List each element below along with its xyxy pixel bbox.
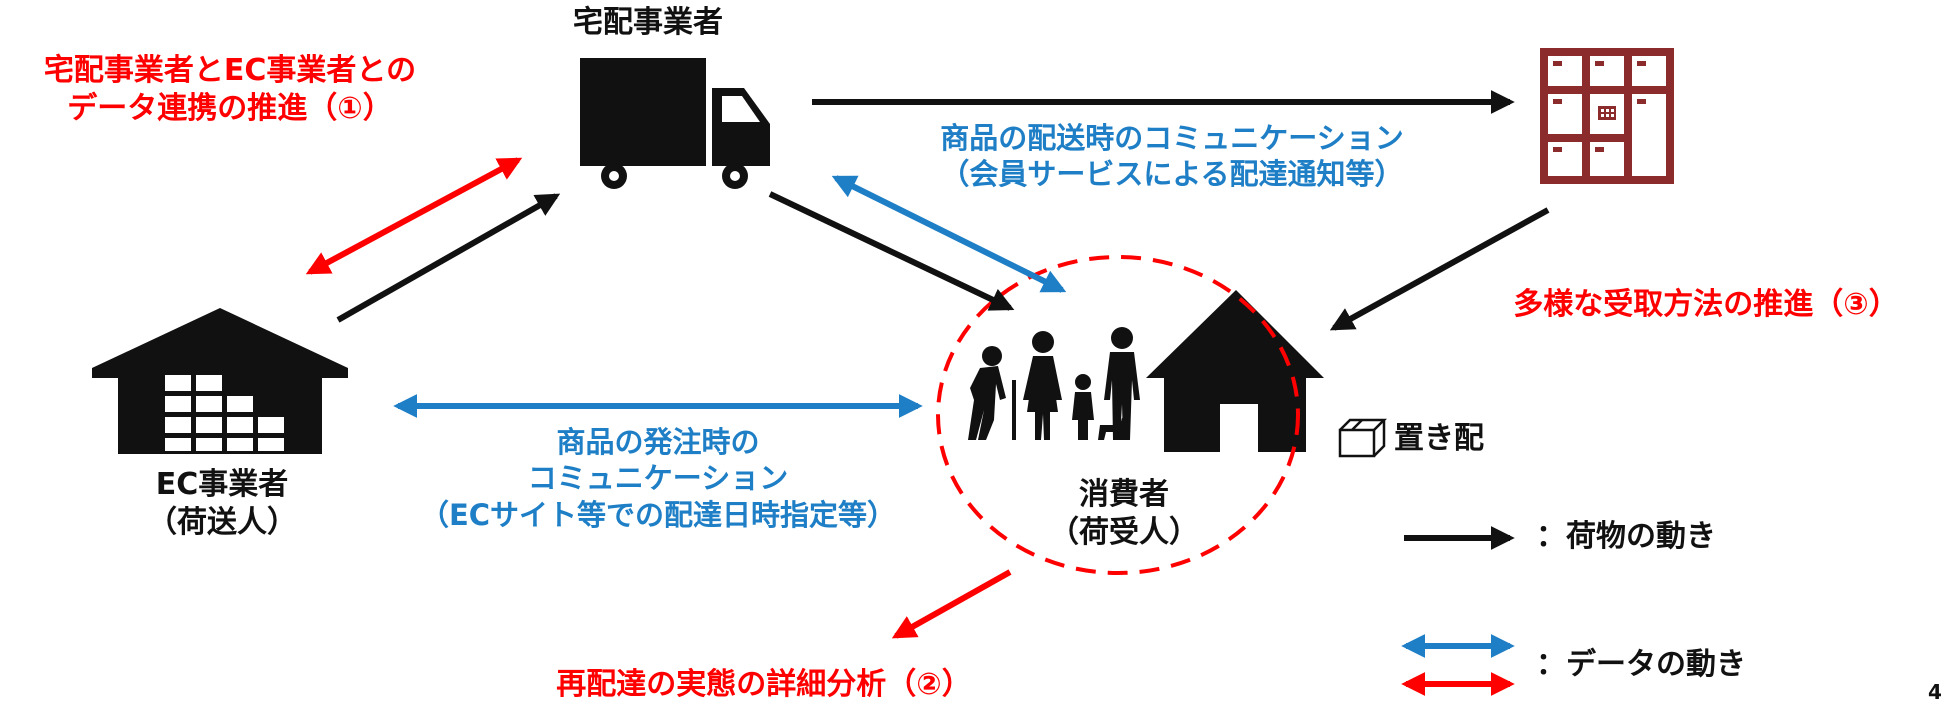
data-link-initiative: 宅配事業者とEC事業者との データ連携の推進（①） xyxy=(44,52,416,127)
drop-off-label: 置き配 xyxy=(1394,421,1484,456)
arrow-shipping-communication xyxy=(831,175,1067,293)
delivery-company-label: 宅配事業者 xyxy=(573,5,723,40)
arrow-redelivery-analysis xyxy=(891,569,1012,639)
consumer-label: 消費者 （荷受人） xyxy=(1049,476,1199,551)
ec-company-label: EC事業者 （荷送人） xyxy=(147,466,297,541)
ordering-communication-label: 商品の発注時の コミュニケーション （ECサイト等での配達日時指定等） xyxy=(420,424,896,533)
ordering-line3: （ECサイト等での配達日時指定等） xyxy=(419,497,897,532)
family-icon xyxy=(968,327,1140,440)
ec-company-line1: EC事業者 xyxy=(155,467,289,502)
data-link-line2: データ連携の推進（①） xyxy=(67,90,393,126)
arrow-truck-to-consumer xyxy=(768,191,1015,311)
parcel-locker-icon xyxy=(1540,48,1674,184)
house-icon xyxy=(1146,290,1324,452)
arrow-data-link xyxy=(305,157,523,275)
legend-package-flow: ：荷物の動き xyxy=(1536,519,1716,554)
drop-off-box-icon xyxy=(1338,418,1388,458)
redelivery-analysis-initiative: 再配達の実態の詳細分析（②） xyxy=(556,667,972,702)
warehouse-icon xyxy=(92,308,348,454)
ordering-line1: 商品の発注時の xyxy=(556,425,760,459)
ec-company-line2: （荷送人） xyxy=(147,504,297,540)
data-link-line1: 宅配事業者とEC事業者との xyxy=(43,53,417,88)
arrow-ec-to-truck xyxy=(336,193,561,323)
consumer-line2: （荷受人） xyxy=(1049,514,1199,550)
shipping-line1: 商品の配送時のコミュニケーション xyxy=(940,121,1404,155)
shipping-communication-label: 商品の配送時のコミュニケーション （会員サービスによる配達通知等） xyxy=(940,120,1403,193)
ordering-line2: コミュニケーション xyxy=(527,461,789,496)
delivery-truck-icon xyxy=(580,58,770,189)
diverse-receipt-initiative: 多様な受取方法の推進（③） xyxy=(1513,287,1899,322)
shipping-line2: （会員サービスによる配達通知等） xyxy=(940,157,1404,192)
legend-data-flow: ：データの動き xyxy=(1536,647,1746,682)
arrow-locker-to-consumer xyxy=(1329,207,1550,331)
page-number: 4 xyxy=(1928,680,1942,704)
consumer-line1: 消費者 xyxy=(1079,477,1169,512)
consumer-highlight-circle xyxy=(936,255,1300,575)
